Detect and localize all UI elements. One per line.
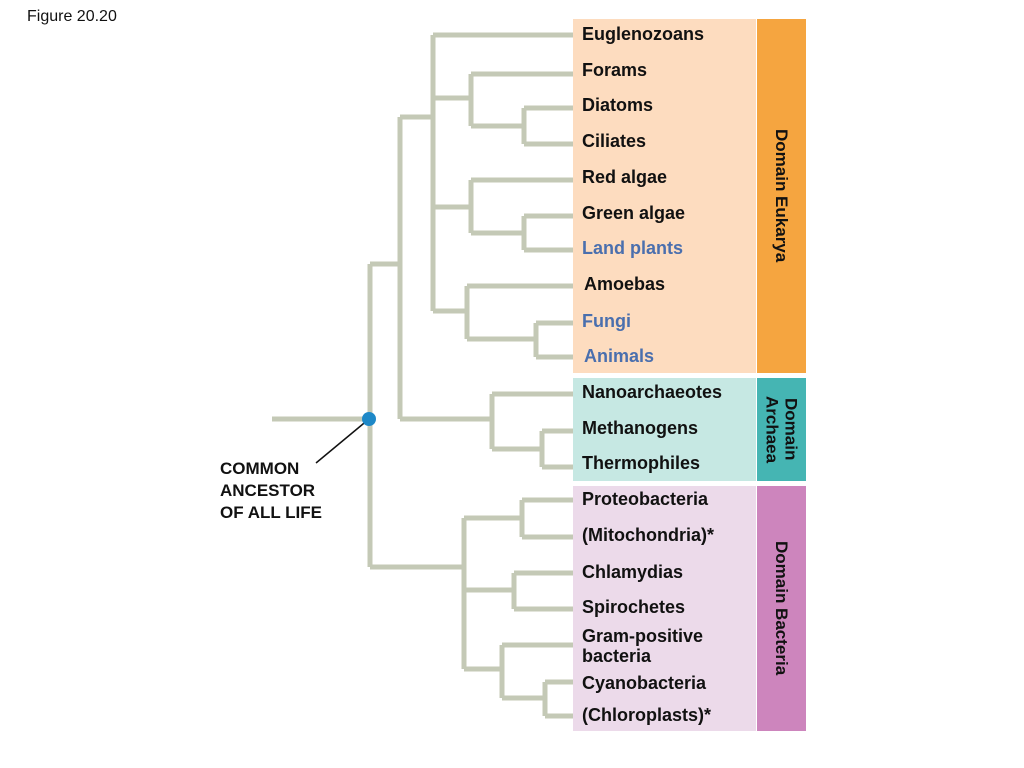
eukarya-panel	[573, 19, 756, 373]
taxon-red-algae: Red algae	[582, 167, 668, 187]
taxon-proteobacteria: Proteobacteria	[582, 489, 709, 509]
taxon-land-plants: Land plants	[582, 238, 684, 258]
taxon-ciliates: Ciliates	[582, 131, 647, 151]
domain-eukarya-label: Domain Eukarya	[772, 129, 791, 263]
domain-archaea-band: Domain Archaea	[757, 378, 806, 481]
taxon-cyanobacteria: Cyanobacteria	[582, 673, 707, 693]
domain-archaea-label: Domain Archaea	[762, 395, 801, 464]
taxon-diatoms: Diatoms	[582, 95, 654, 115]
archaea-panel	[573, 378, 756, 481]
taxon-euglenozoans: Euglenozoans	[582, 24, 705, 44]
taxon-green-algae: Green algae	[582, 203, 686, 223]
ancestor-pointer-line	[315, 418, 370, 464]
tree-branches	[272, 32, 573, 719]
domain-bacteria-band: Domain Bacteria	[757, 486, 806, 731]
taxon-spirochetes: Spirochetes	[582, 597, 686, 617]
taxon-fungi: Fungi	[582, 311, 631, 331]
domain-eukarya-band: Domain Eukarya	[757, 19, 806, 373]
taxon-animals: Animals	[584, 346, 655, 366]
taxon-nanoarchaeotes: Nanoarchaeotes	[582, 382, 723, 402]
taxon-forams: Forams	[582, 60, 648, 80]
taxon-thermophiles: Thermophiles	[582, 453, 701, 473]
taxon-chloroplasts: (Chloroplasts)*	[582, 705, 712, 725]
taxon-methanogens: Methanogens	[582, 418, 699, 438]
taxon-gram-positive-bacteria: Gram-positive bacteria	[582, 626, 704, 666]
common-ancestor-label: COMMON ANCESTOR OF ALL LIFE	[220, 459, 322, 522]
domain-bacteria-label: Domain Bacteria	[772, 541, 791, 676]
bacteria-panel	[573, 486, 756, 731]
taxon-chlamydias: Chlamydias	[582, 562, 684, 582]
taxon-mitochondria: (Mitochondria)*	[582, 525, 714, 545]
taxon-amoebas: Amoebas	[584, 274, 666, 294]
figure-label: Figure 20.20	[27, 8, 117, 25]
common-ancestor-node	[362, 412, 376, 426]
